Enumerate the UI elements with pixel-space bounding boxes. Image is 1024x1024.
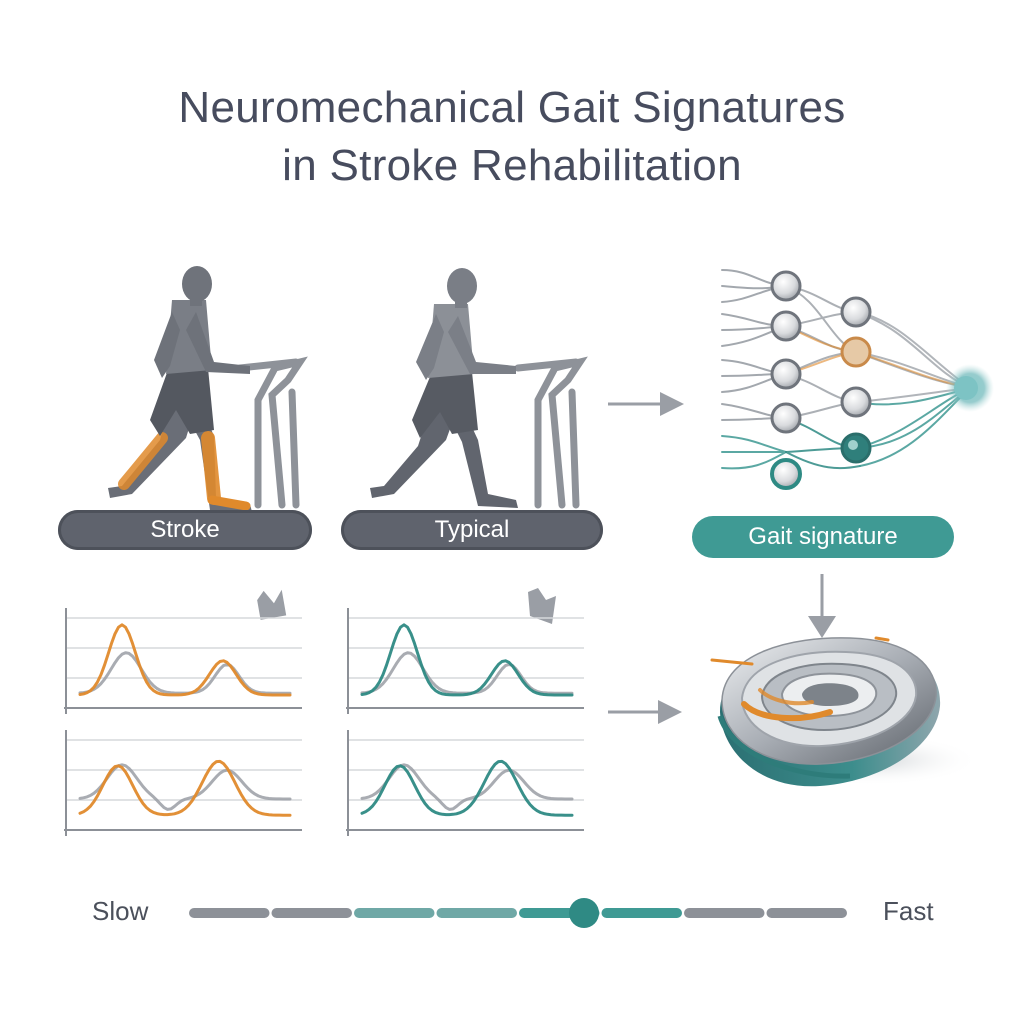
slider-segment xyxy=(271,908,352,918)
stroke-panel-bottom xyxy=(64,730,302,836)
treadmill-icon xyxy=(514,356,588,509)
gait-signature-label: Gait signature xyxy=(692,516,954,558)
slider-segment xyxy=(766,908,847,918)
stroke-panel-top xyxy=(64,608,302,714)
stroke-label: Stroke xyxy=(58,510,312,550)
slider-segment xyxy=(684,908,765,918)
network-nodes xyxy=(770,270,994,490)
slider-max-label: Fast xyxy=(883,896,934,926)
typical-walker-figure xyxy=(370,268,588,509)
title-line-2: in Stroke Rehabilitation xyxy=(282,141,742,190)
slider-segment xyxy=(436,908,517,918)
accent-waveform xyxy=(78,759,292,817)
slider-thumb[interactable] xyxy=(569,898,599,928)
spiral-ring-icon xyxy=(710,636,980,787)
accent-waveform xyxy=(360,623,574,697)
arrow-icon xyxy=(257,588,556,624)
title-line-1: Neuromechanical Gait Signatures xyxy=(178,83,846,132)
arrow-icon xyxy=(608,392,836,724)
stroke-walker-figure xyxy=(108,266,308,512)
typical-panel-top xyxy=(346,608,584,714)
slider-segment xyxy=(601,908,682,918)
slider-track[interactable] xyxy=(189,908,847,918)
slider-segment xyxy=(189,908,270,918)
accent-waveform xyxy=(360,759,574,817)
slider-min-label: Slow xyxy=(92,896,149,926)
slider-segment xyxy=(354,908,435,918)
typical-label: Typical xyxy=(341,510,603,550)
typical-panel-bottom xyxy=(346,730,584,836)
accent-waveform xyxy=(78,623,292,697)
